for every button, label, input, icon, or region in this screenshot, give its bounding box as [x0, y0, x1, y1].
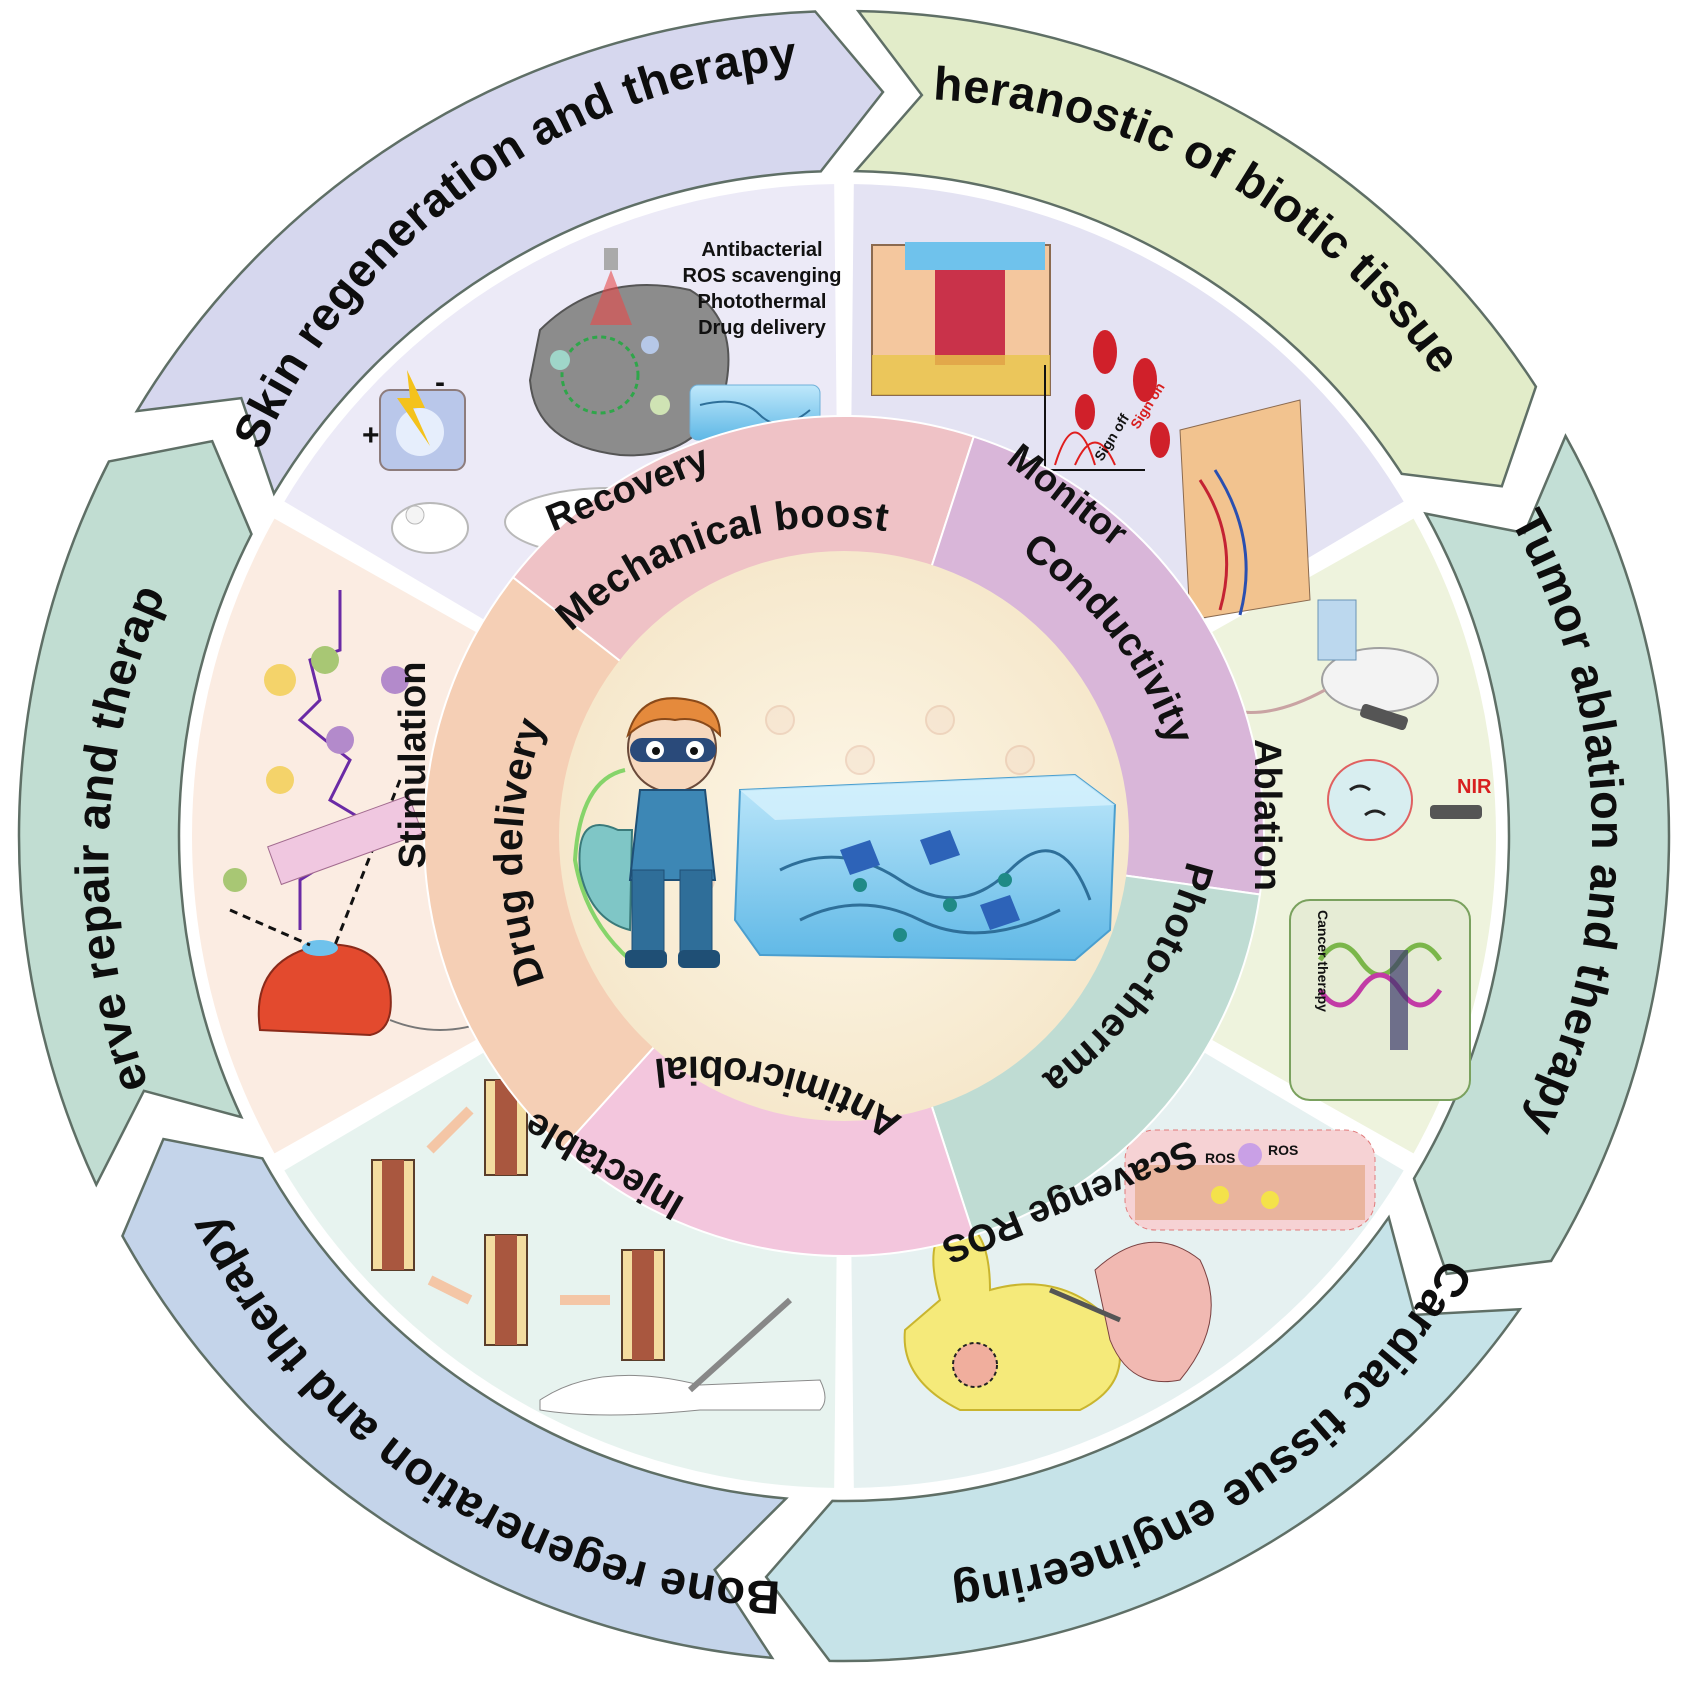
- plus-sign: +: [362, 419, 380, 452]
- ros-label-2: ROS: [1268, 1142, 1298, 1158]
- recovery-feature-1: Antibacterial: [701, 239, 822, 261]
- recovery-feature-3: Photothermal: [698, 291, 827, 313]
- stimulation-label: Stimulation: [392, 662, 434, 869]
- core-hydrogel-hero: [572, 697, 1117, 968]
- recovery-feature-4: Drug delivery: [698, 317, 827, 339]
- outer-arrow-tumor: [1412, 433, 1671, 1276]
- minus-sign: -: [435, 366, 445, 399]
- ros-label-1: ROS: [1205, 1150, 1235, 1166]
- outer-arrow-cardiac: [764, 1214, 1523, 1663]
- scavenge-illustration: ROS ROS: [903, 1129, 1376, 1411]
- outer-arrow-skin: [134, 10, 885, 497]
- injectable-illustration: [371, 1079, 826, 1416]
- ablation-label: Ablation: [1246, 739, 1288, 891]
- outer-arrow-theranostic: [852, 9, 1538, 488]
- cancer-therapy-label: Cancer therapy: [1315, 910, 1331, 1012]
- outer-arrow-nerve: [17, 439, 253, 1188]
- stimulation-illustration: [223, 590, 491, 1037]
- recovery-feature-2: ROS scavenging: [683, 265, 842, 287]
- outer-ring: [17, 9, 1671, 1663]
- outer-arrow-bone: [121, 1137, 789, 1660]
- ablation-illustration: NIR Cancer therapy: [1229, 599, 1492, 1101]
- nir-label: NIR: [1457, 776, 1492, 798]
- monitor-illustration: Sign on Sign off: [871, 242, 1311, 621]
